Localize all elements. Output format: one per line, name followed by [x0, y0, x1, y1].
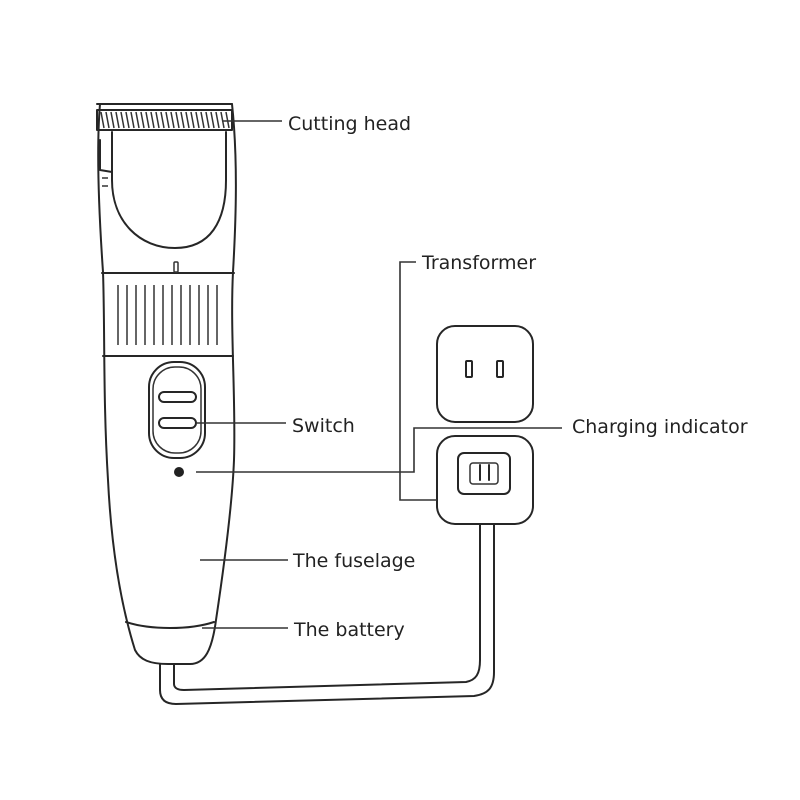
plug-recess — [457, 452, 511, 495]
clipper-body — [97, 103, 237, 665]
leader-charging-indicator — [196, 427, 562, 473]
adjustment-ring — [101, 261, 235, 357]
label-charging-indicator: Charging indicator — [572, 416, 748, 438]
blade-lever — [99, 139, 113, 173]
label-switch: Switch — [292, 415, 355, 437]
transformer-front — [436, 325, 534, 423]
power-cord-outer — [159, 523, 495, 705]
transformer — [436, 325, 534, 525]
label-fuselage: The fuselage — [292, 550, 415, 572]
transformer-rear — [436, 435, 534, 525]
label-transformer: Transformer — [421, 252, 536, 274]
label-battery: The battery — [293, 619, 405, 641]
power-cord-inner — [173, 523, 481, 691]
cutting-head-cover — [111, 131, 227, 249]
cutting-head-blade — [96, 103, 233, 131]
charging-indicator-led — [174, 467, 184, 477]
power-switch — [148, 361, 206, 459]
battery-cap — [125, 621, 215, 629]
label-cutting-head: Cutting head — [288, 113, 411, 135]
leader-transformer — [399, 261, 437, 501]
hair-clipper — [96, 103, 237, 665]
